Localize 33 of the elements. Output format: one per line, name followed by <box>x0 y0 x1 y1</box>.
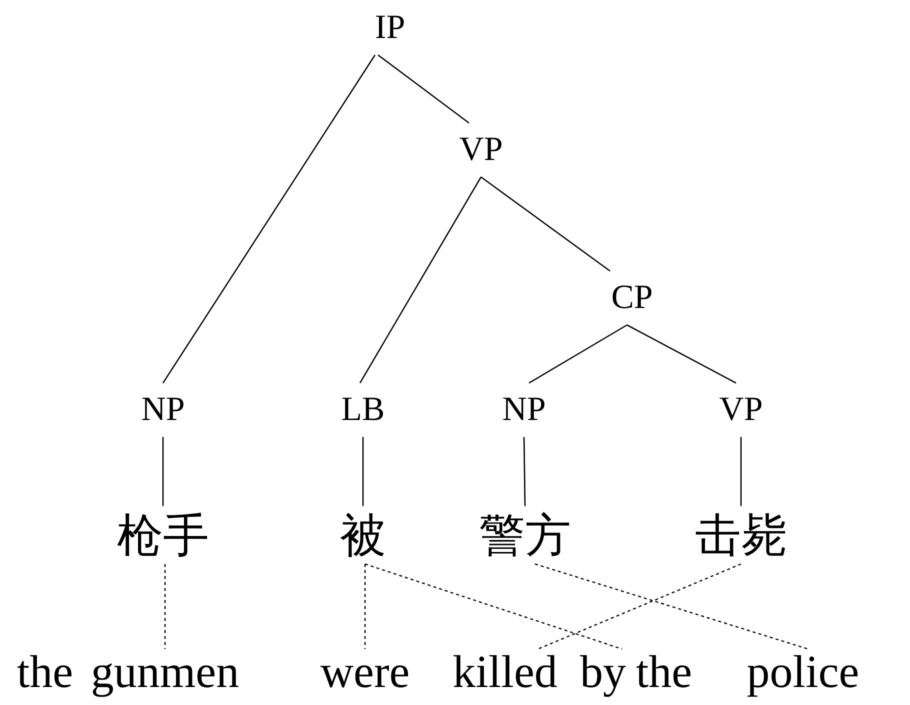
phrase-label: VP <box>719 393 763 427</box>
tree-branch <box>362 437 364 506</box>
chinese-word: 枪手 <box>117 512 209 558</box>
english-word: by <box>580 649 626 695</box>
dotted-alignment-line <box>538 563 742 650</box>
tree-branch <box>528 324 628 384</box>
phrase-label: VP <box>459 133 503 167</box>
tree-branch <box>626 324 736 384</box>
phrase-label: LB <box>341 393 385 427</box>
chinese-word: 击毙 <box>695 512 787 558</box>
dotted-alignment-line <box>164 564 166 649</box>
phrase-label: CP <box>611 281 653 315</box>
phrase-label: NP <box>502 393 546 427</box>
phrase-label: IP <box>374 11 406 45</box>
english-word: killed <box>452 649 558 695</box>
chinese-word: 警方 <box>479 512 571 558</box>
dotted-alignment-line <box>364 563 622 650</box>
english-word: the <box>636 649 692 695</box>
tree-branch <box>162 437 164 506</box>
dotted-alignment-line <box>364 564 366 649</box>
tree-branch <box>378 54 470 124</box>
phrase-label: NP <box>141 393 185 427</box>
english-word: gunmen <box>90 649 240 695</box>
tree-branch <box>740 437 742 506</box>
tree-branch <box>523 437 526 506</box>
tree-branch <box>162 54 376 384</box>
tree-branch <box>359 176 482 384</box>
english-word: were <box>320 649 410 695</box>
chinese-word: 被 <box>340 512 386 558</box>
english-word: police <box>746 649 860 695</box>
tree-branch <box>480 176 610 272</box>
english-word: the <box>16 649 74 695</box>
dotted-alignment-line <box>534 563 808 650</box>
